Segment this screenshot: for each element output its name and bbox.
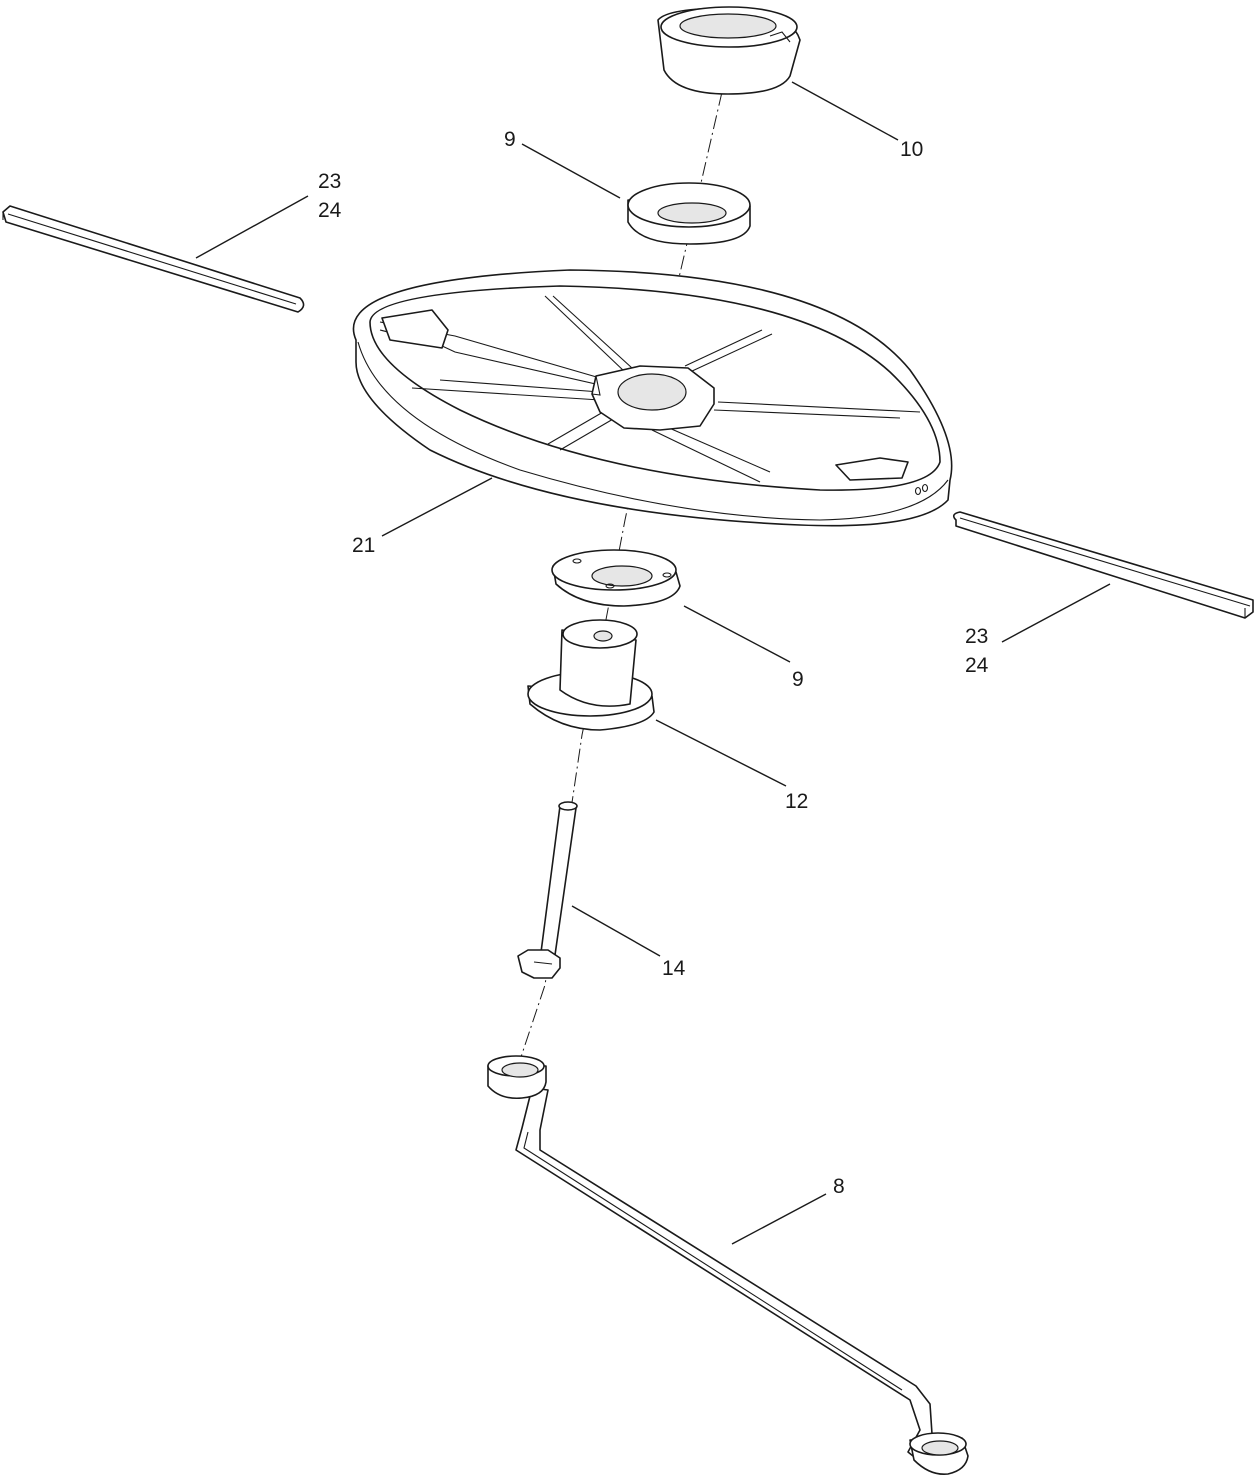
callout-12: 12 <box>785 790 808 813</box>
part-10-cap <box>657 6 801 95</box>
callout-9-top: 9 <box>504 128 516 151</box>
callout-9-bottom: 9 <box>792 668 804 691</box>
part-9-washer-top <box>627 182 751 245</box>
part-23-24-key-right <box>952 511 1254 619</box>
leader-9-top <box>521 143 621 199</box>
part-8-crank-handle <box>487 1055 969 1476</box>
leader-23-24-left <box>195 195 309 259</box>
leader-21 <box>381 477 493 537</box>
part-14-bolt <box>517 801 578 979</box>
callout-8: 8 <box>833 1175 845 1198</box>
callout-24-left: 24 <box>318 199 342 222</box>
leader-9-bottom <box>683 605 791 663</box>
callout-21: 21 <box>352 534 375 557</box>
leader-14 <box>571 905 661 957</box>
leader-8 <box>731 1193 827 1245</box>
callout-14: 14 <box>662 957 686 980</box>
leader-10 <box>791 81 899 141</box>
leader-12 <box>655 719 787 787</box>
leader-23-24-right <box>1001 583 1111 643</box>
part-9-bearing-bottom <box>551 549 681 607</box>
callout-23-left: 23 <box>318 170 341 193</box>
callout-10: 10 <box>900 138 923 161</box>
part-21-wheel <box>352 269 953 527</box>
part-12-flanged-bushing <box>527 619 655 731</box>
part-23-24-key-left <box>2 205 305 313</box>
callout-23-right: 23 <box>965 625 988 648</box>
callout-24-right: 24 <box>965 654 989 677</box>
